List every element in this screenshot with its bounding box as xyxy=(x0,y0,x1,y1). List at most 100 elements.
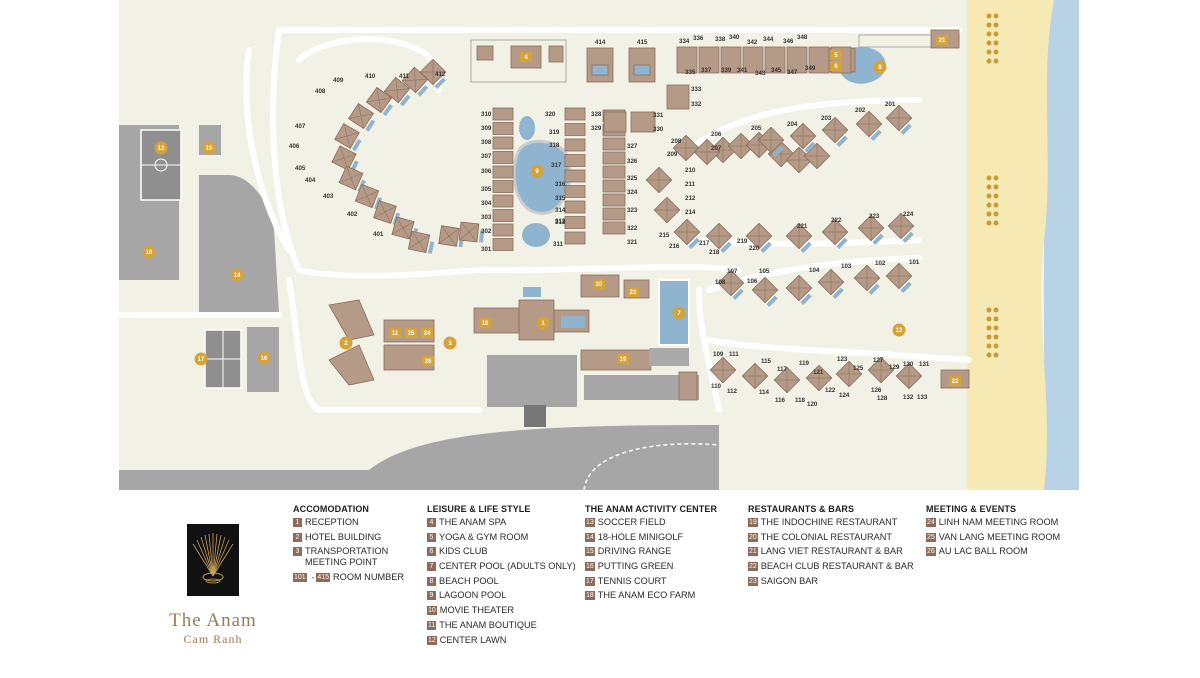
legend-number-badge: 18 xyxy=(585,591,595,601)
brand-subtitle: Cam Ranh xyxy=(183,632,243,646)
legend-label: LANG VIET RESTAURANT & BAR xyxy=(760,546,903,557)
map-marker[interactable]: 3 xyxy=(443,336,457,350)
map-marker-badge xyxy=(830,61,842,71)
legend-number-badge: 2 xyxy=(293,532,302,542)
room-number-label: 329 xyxy=(591,125,602,132)
room-number-label: 310 xyxy=(481,111,492,118)
room-number-label: 301 xyxy=(481,246,492,253)
room-number-label: 324 xyxy=(627,189,638,196)
building xyxy=(764,46,786,74)
map-marker-number: 24 xyxy=(424,331,431,337)
room-number-label: 339 xyxy=(721,67,732,74)
room-number-label: 316 xyxy=(555,181,566,188)
room-number-label: 415 xyxy=(637,39,648,46)
map-marker[interactable]: 21 xyxy=(936,35,948,45)
map-marker-number: 13 xyxy=(158,146,165,152)
map-marker[interactable]: 14 xyxy=(230,268,244,282)
map-marker-number: 22 xyxy=(952,379,959,385)
lagoon-pool-top xyxy=(519,116,535,140)
map-marker[interactable]: 13 xyxy=(154,141,168,155)
villas xyxy=(331,46,923,394)
room-number-label: 311 xyxy=(553,241,564,248)
room-number-label: 208 xyxy=(671,138,682,145)
map-marker[interactable]: 6 xyxy=(830,61,842,71)
building xyxy=(492,194,514,208)
map-marker[interactable]: 8 xyxy=(873,60,887,74)
legend-number-badge: 24 xyxy=(926,518,936,527)
room-number-label: 115 xyxy=(761,358,772,365)
map-marker[interactable]: 24 xyxy=(421,328,433,338)
map-marker[interactable]: 9 xyxy=(530,164,544,178)
map-marker-badge xyxy=(230,268,244,282)
villa xyxy=(803,142,831,170)
room-number-label: 344 xyxy=(763,36,774,43)
map-marker-badge xyxy=(389,328,401,338)
villa xyxy=(705,222,733,253)
villa xyxy=(785,146,813,174)
room-number-label: 313 xyxy=(555,219,566,226)
map-marker[interactable]: 23 xyxy=(627,287,639,297)
map-marker[interactable]: 11 xyxy=(389,328,401,338)
map-marker-badge xyxy=(627,287,639,297)
legend-number-badge: 8 xyxy=(427,576,436,586)
room-number-label: 224 xyxy=(903,211,914,218)
map-marker-badge xyxy=(520,52,532,62)
villa xyxy=(757,126,785,157)
legend-title: RESTAURANTS & BARS xyxy=(748,504,855,514)
map-marker[interactable]: 12 xyxy=(892,323,906,337)
villa xyxy=(785,274,813,305)
map-marker[interactable]: 1 xyxy=(536,316,550,330)
map-marker[interactable]: 5 xyxy=(830,50,842,60)
room-number-label: 219 xyxy=(737,238,748,245)
legend-title: MEETING & EVENTS xyxy=(926,504,1017,514)
room-number-label: 132 xyxy=(903,394,914,401)
map-marker[interactable]: 16 xyxy=(257,351,271,365)
map-marker[interactable]: 18 xyxy=(142,245,156,259)
room-number-label: 202 xyxy=(855,107,866,114)
map-marker[interactable]: 4 xyxy=(520,52,532,62)
room-number-label: 345 xyxy=(771,67,782,74)
villa xyxy=(817,268,845,299)
legend-number-badge: 23 xyxy=(748,576,758,586)
legend-label: KIDS CLUB xyxy=(439,546,488,557)
legend-label: ROOM NUMBER xyxy=(333,572,404,583)
room-number-label: 332 xyxy=(691,101,702,108)
map-marker[interactable]: 19 xyxy=(617,354,629,364)
villa xyxy=(887,212,915,243)
room-number-label: 103 xyxy=(841,263,852,270)
brand-logo xyxy=(187,524,239,596)
room-number-label: 334 xyxy=(679,38,690,45)
map-marker[interactable]: 2 xyxy=(339,336,353,350)
map-marker[interactable]: 17 xyxy=(194,352,208,366)
map-marker[interactable]: 15 xyxy=(202,141,216,155)
map-marker[interactable]: 20 xyxy=(593,279,605,289)
map-marker-badge xyxy=(949,376,961,386)
map-marker[interactable]: 10 xyxy=(479,318,491,328)
room-number-label: 112 xyxy=(727,388,738,395)
building xyxy=(602,165,626,179)
building xyxy=(786,46,808,74)
map-marker[interactable]: 22 xyxy=(949,376,961,386)
villa xyxy=(855,110,883,141)
map-marker[interactable]: 26 xyxy=(422,356,434,366)
legend-number-badge: 4 xyxy=(427,518,436,527)
villa xyxy=(693,138,721,166)
map-marker[interactable]: 7 xyxy=(672,306,686,320)
map-marker-number: 21 xyxy=(939,38,946,44)
villa xyxy=(383,76,411,107)
map-marker[interactable]: 25 xyxy=(405,328,417,338)
legend-number-badge: 3 xyxy=(293,547,302,557)
